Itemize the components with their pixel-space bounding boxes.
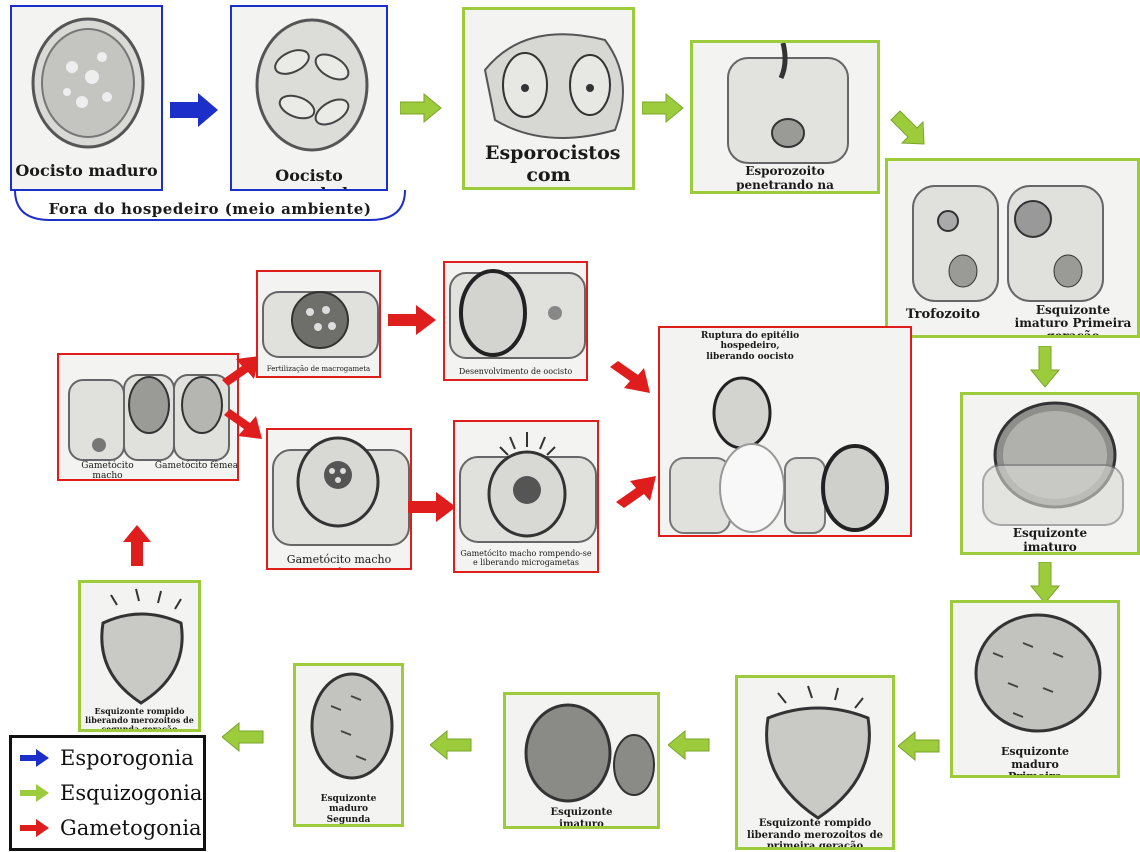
- stage-esporozoito-penetrando: Esporozoito penetrando na célula hospede…: [690, 40, 880, 194]
- stage-gametocitos: Gametócito macho Gametócito fêmea: [57, 353, 239, 481]
- stage-gametocito-macho-maduro: Gametócito macho Maduro: [266, 428, 412, 570]
- green-arrow-icon: [898, 731, 940, 761]
- green-arrow-icon: [1030, 562, 1060, 604]
- stage-oocisto-esporulado: Oocisto esporulado: [230, 5, 388, 191]
- blue-arrow-icon: [170, 93, 220, 127]
- stage-esquizonte-imaturo-2: Esquizonte imaturo Segunda geração: [503, 692, 660, 829]
- green-arrow-icon: [1030, 346, 1060, 388]
- red-arrow-icon: [408, 492, 458, 522]
- blue-arrow-icon: [20, 749, 50, 767]
- desenvolvimento-label: Desenvolvimento de oocisto: [445, 367, 586, 376]
- red-arrow-icon: [388, 305, 438, 335]
- stage-ruptura: Ruptura do epitélio hospedeiro, liberand…: [658, 326, 912, 537]
- green-arrow-icon: [20, 784, 50, 802]
- esquizonte-maduro-2-label: Esquizonte maduro Segunda geração: [296, 794, 401, 827]
- legend-label: Esporogonia: [60, 746, 194, 770]
- stage-esquizonte-maduro-2: Esquizonte maduro Segunda geração: [293, 663, 404, 827]
- fertilizacao-label: Fertilização de macrogameta: [258, 365, 379, 373]
- red-arrow-icon: [20, 819, 50, 837]
- stage-esporocistos: Esporocistos com esporozoitos: [462, 7, 635, 190]
- red-arrow-icon: [222, 405, 264, 445]
- stage-esquizonte-rompido-2: Esquizonte rompido liberando merozoitos …: [78, 580, 201, 732]
- stage-esquizonte-imaturo-1: Esquizonte imaturo Primeira geração: [960, 392, 1140, 555]
- green-arrow-icon: [642, 93, 684, 123]
- mature-male-gametocyte-illustration: [268, 430, 412, 570]
- green-arrow-icon: [668, 730, 710, 760]
- red-arrow-icon: [122, 525, 152, 567]
- red-arrow-icon: [608, 357, 652, 399]
- esporocistos-label: Esporocistos com esporozoitos: [465, 143, 632, 190]
- gametocito-maduro-label: Gametócito macho Maduro: [268, 554, 410, 570]
- esquizonte-rompido-1-label: Esquizonte rompido liberando merozoitos …: [738, 818, 892, 850]
- stage-esquizonte-rompido-1: Esquizonte rompido liberando merozoitos …: [735, 675, 895, 850]
- esquizonte-maduro-1-label: Esquizonte maduro Primeira geração: [953, 746, 1117, 778]
- esquizonte-imaturo-1-label: Esquizonte imaturo Primeira geração: [963, 527, 1137, 555]
- legend-label: Gametogonia: [60, 816, 202, 840]
- bracket-label: Fora do hospedeiro (meio ambiente): [40, 201, 380, 218]
- stage-esquizonte-maduro-1: Esquizonte maduro Primeira geração: [950, 600, 1120, 778]
- legend: Esporogonia Esquizogonia Gametogonia: [9, 735, 206, 851]
- legend-item-esporogonia: Esporogonia: [20, 743, 194, 773]
- sporulated-oocyst-illustration: [232, 7, 388, 191]
- esquizonte-imaturo-corner-label: Esquizonte imaturo Primeira geração: [1013, 304, 1133, 338]
- ruptura-label: Ruptura do epitélio hospedeiro, liberand…: [700, 331, 800, 362]
- trofozoito-label: Trofozoito: [903, 308, 983, 322]
- stage-gametocito-rompendo: Gametócito macho rompendo-se e liberando…: [453, 420, 599, 573]
- oocisto-esporulado-label: Oocisto esporulado: [232, 167, 386, 191]
- green-arrow-icon: [430, 730, 472, 760]
- stage-oocisto-maduro: Oocisto maduro: [10, 5, 163, 191]
- fertilization-illustration: [258, 272, 381, 378]
- stage-desenvolvimento-oocisto: Desenvolvimento de oocisto: [443, 261, 588, 381]
- esquizonte-rompido-2-label: Esquizonte rompido liberando merozoitos …: [81, 707, 198, 732]
- gametocito-macho-label: Gametócito macho: [65, 462, 150, 481]
- oocyst-development-illustration: [445, 263, 588, 381]
- green-arrow-icon: [222, 722, 264, 752]
- green-arrow-icon: [888, 108, 928, 148]
- esporozoito-label: Esporozoito penetrando na célula hospede…: [693, 165, 877, 194]
- green-arrow-icon: [400, 93, 442, 123]
- red-arrow-icon: [614, 470, 658, 512]
- oocisto-maduro-label: Oocisto maduro: [12, 162, 161, 180]
- legend-label: Esquizogonia: [60, 781, 202, 805]
- legend-item-gametogonia: Gametogonia: [20, 813, 202, 843]
- esquizonte-imaturo-2-label: Esquizonte imaturo Segunda geração: [506, 807, 657, 829]
- stage-trofozoito: Trofozoito Esquizonte imaturo Primeira g…: [885, 158, 1140, 338]
- gametocito-femea-label: Gametócito fêmea: [154, 462, 239, 472]
- gametocito-rompendo-label: Gametócito macho rompendo-se e liberando…: [455, 549, 597, 567]
- stage-fertilizacao: Fertilização de macrogameta: [256, 270, 381, 378]
- legend-item-esquizogonia: Esquizogonia: [20, 778, 202, 808]
